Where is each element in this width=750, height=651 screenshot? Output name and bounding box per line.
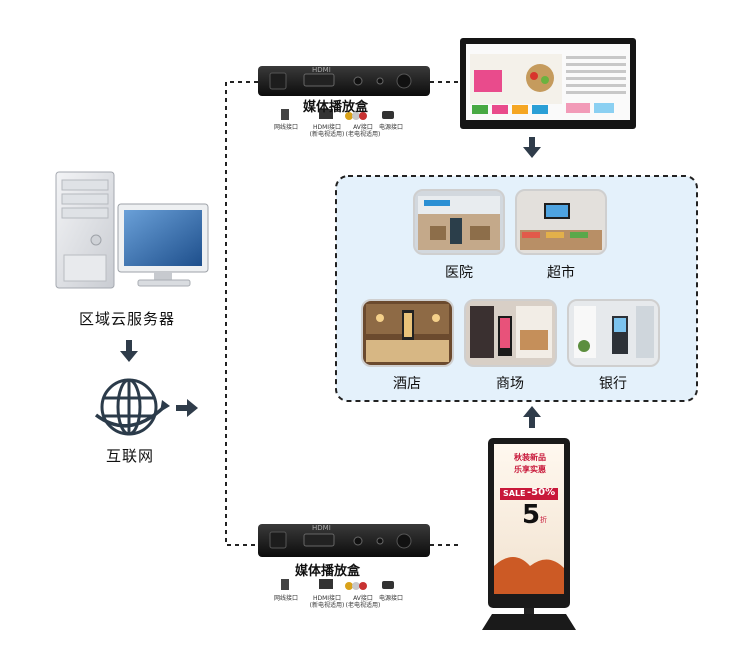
media-box-top-port-av: AV接口(老电视适用) (345, 124, 381, 138)
scene-mall (464, 299, 557, 367)
kiosk-text-percent: -50% (527, 487, 556, 498)
display-screen (460, 38, 636, 129)
media-box-bottom-device (258, 524, 430, 557)
connection-lines (225, 81, 462, 546)
internet-label: 互联网 (106, 447, 155, 465)
media-box-bottom-title: 媒体播放盒 (295, 564, 361, 579)
media-box-bottom-port-hdmi: HDMI接口(新电视适用) (309, 595, 345, 609)
arrow-internet-to-network (176, 399, 198, 417)
media-box-top-title: 媒体播放盒 (303, 100, 369, 115)
venue-label-hospital: 医院 (445, 265, 473, 281)
kiosk-text-sale: SALE (503, 489, 526, 498)
server-label: 区域云服务器 (79, 310, 176, 328)
media-box-bottom-port-lan: 网线接口 (273, 595, 298, 602)
kiosk-display (482, 438, 576, 630)
scene-bank (567, 299, 660, 367)
arrow-screen-to-venues (523, 137, 541, 158)
media-box-top-connectors (281, 109, 394, 120)
arrow-kiosk-to-venues (523, 406, 541, 428)
globe-icon (94, 378, 170, 436)
venue-label-bank: 银行 (599, 376, 627, 392)
media-box-top-port-power: 电源接口 (378, 124, 403, 131)
server-computer-icon (55, 171, 209, 289)
media-box-bottom-hdmi-text: HDMI (312, 524, 331, 532)
media-box-bottom-port-power: 电源接口 (378, 595, 403, 602)
kiosk-text-small: 折 (540, 516, 547, 524)
media-box-top-port-lan: 网线接口 (273, 124, 298, 131)
media-box-bottom-connectors (281, 579, 394, 590)
arrow-server-to-internet (120, 340, 138, 362)
kiosk-text-line1: 秋装新品 (514, 453, 546, 462)
scene-hotel (361, 299, 454, 367)
venue-label-supermarket: 超市 (547, 265, 575, 281)
kiosk-text-line2: 乐享实惠 (514, 465, 546, 474)
venue-label-mall: 商场 (496, 376, 524, 392)
venue-label-hotel: 酒店 (393, 376, 421, 392)
media-box-top-device (258, 66, 430, 96)
scene-supermarket (515, 189, 607, 255)
media-box-top-hdmi-text: HDMI (312, 66, 331, 74)
media-box-bottom-port-av: AV接口(老电视适用) (345, 595, 381, 609)
scene-hospital (413, 189, 505, 255)
kiosk-text-big: 5 (522, 500, 541, 530)
media-box-top-port-hdmi: HDMI接口(新电视适用) (309, 124, 345, 138)
